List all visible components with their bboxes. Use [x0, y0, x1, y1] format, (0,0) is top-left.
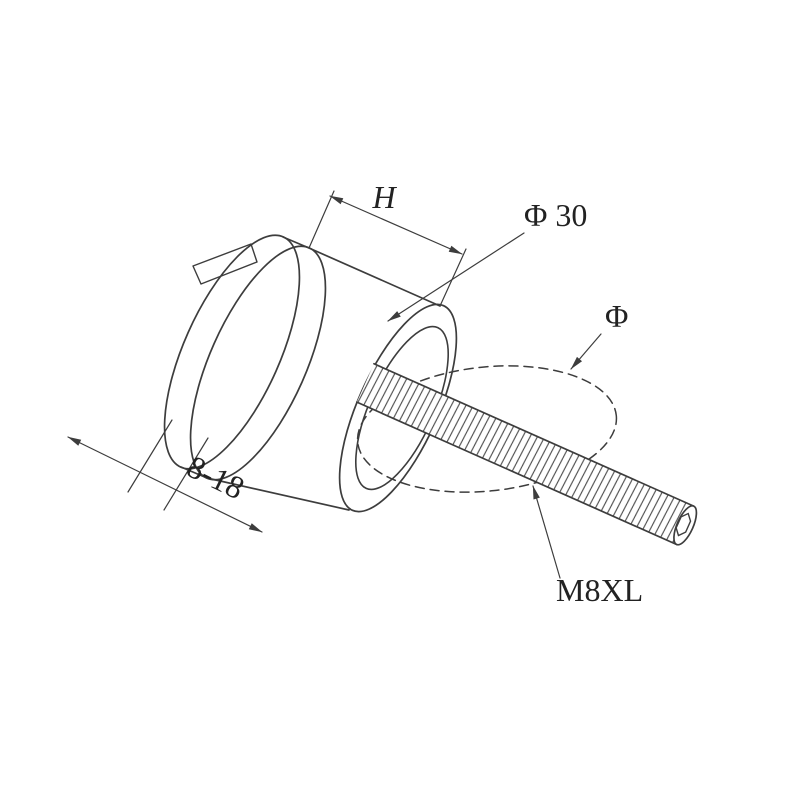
- dim-range-line: [67, 436, 263, 533]
- dim-h-label: H: [371, 179, 397, 215]
- body-top-line: [308, 247, 441, 307]
- tube-outline-dashed-ellipse: [356, 365, 618, 493]
- disc-front-rim-ellipse: [189, 245, 327, 481]
- back-disc-ellipse: [163, 234, 301, 470]
- hex-socket: [675, 512, 692, 537]
- leader-thread-spec: [532, 485, 561, 579]
- threaded-rod: [356, 362, 698, 546]
- dim-h-line: [329, 195, 463, 255]
- dim-diameter-label: Φ: [605, 298, 628, 334]
- leader-diameter: [570, 333, 602, 370]
- thread-spec-label: M8XL: [556, 572, 643, 608]
- rod-threads: [356, 363, 694, 545]
- dim-diameter-30-label: Φ 30: [524, 197, 587, 233]
- dim-h-extension-1: [308, 190, 335, 249]
- dimensions: H Φ 30 Φ 8-18 M8XL: [67, 179, 643, 608]
- disc-edge-top-line: [282, 236, 310, 249]
- glass-slot-notch: [192, 243, 258, 285]
- dim-h-extension-2: [439, 248, 467, 307]
- rod-top-line: [373, 362, 695, 507]
- rod-bottom-line: [356, 401, 678, 546]
- leader-diameter-30: [387, 232, 525, 322]
- dim-range-extension-1: [127, 419, 173, 493]
